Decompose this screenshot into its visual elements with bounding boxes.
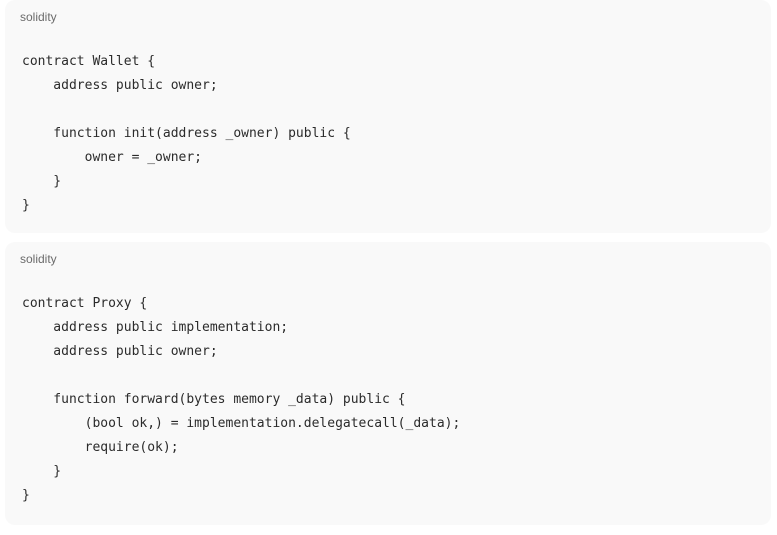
code-block-proxy: solidity contract Proxy { address public… [5, 242, 771, 525]
code-content[interactable]: contract Proxy { address public implemen… [22, 292, 460, 508]
code-line: address public owner; [22, 78, 218, 93]
code-line: contract Proxy { [22, 296, 148, 311]
code-content[interactable]: contract Wallet { address public owner; … [22, 50, 351, 218]
code-line: } [22, 464, 62, 479]
code-line [22, 364, 460, 388]
code-line: require(ok); [22, 440, 179, 455]
code-line: contract Wallet { [22, 54, 156, 69]
code-line: } [22, 488, 30, 503]
code-line: address public owner; [22, 344, 218, 359]
code-line: } [22, 174, 62, 189]
code-line: (bool ok,) = implementation.delegatecall… [22, 416, 461, 431]
code-line [22, 98, 351, 122]
code-line: address public implementation; [22, 320, 289, 335]
code-line: function forward(bytes memory _data) pub… [22, 392, 406, 407]
code-line: } [22, 198, 30, 213]
code-block-wallet: solidity contract Wallet { address publi… [5, 0, 771, 233]
code-language-label: solidity [20, 252, 57, 266]
code-language-label: solidity [20, 10, 57, 24]
code-line: function init(address _owner) public { [22, 126, 351, 141]
code-line: owner = _owner; [22, 150, 203, 165]
